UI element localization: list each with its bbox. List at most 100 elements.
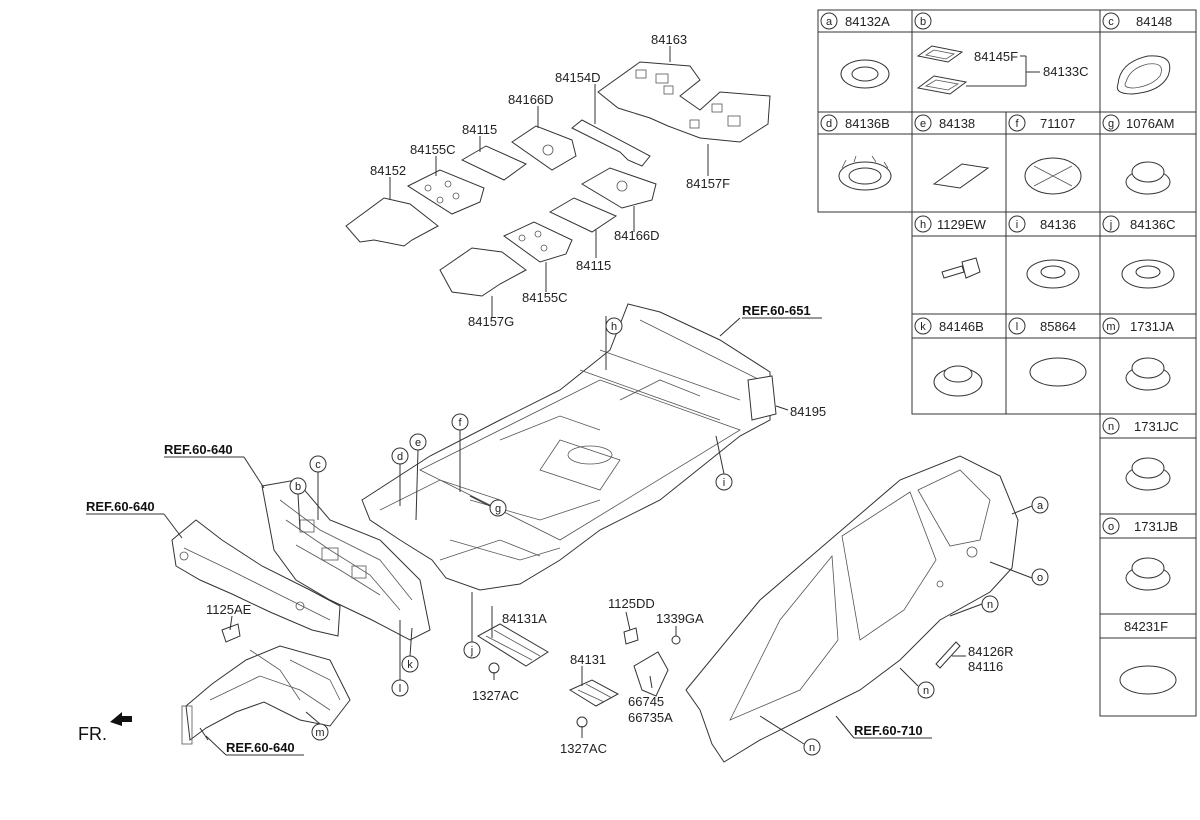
letter-m-callout: m [311,723,329,741]
mat-84157G [439,247,527,297]
dash-panel-assembly [171,479,431,641]
legend-label-o: 1731JB [1134,519,1178,534]
callout-84155C-top: 84155C [410,142,456,157]
callout-84155C-mid: 84155C [522,290,568,305]
svg-text:n: n [987,599,993,611]
callout-84157F: 84157F [686,176,730,191]
svg-text:i: i [723,477,725,489]
legend-label-d: 84136B [845,116,890,131]
legend-label-b-side: 84133C [1043,64,1089,79]
svg-text:l: l [399,683,401,695]
callout-labels: 84163 84154D 84166D 84115 84155C 84152 8… [206,32,1014,756]
svg-text:j: j [470,645,473,657]
legend-label-b-top: 84145F [974,49,1018,64]
legend-label-j: 84136C [1130,217,1176,232]
cowl-panel [171,519,341,637]
reference-labels: REF.60-651 REF.60-640 REF.60-640 REF.60-… [86,303,932,756]
letter-n-callout-1: n [981,595,999,613]
mat-84155C-mid [503,221,573,263]
svg-text:n: n [1108,421,1114,433]
legend-label-e: 84138 [939,116,975,131]
svg-text:l: l [1016,321,1018,333]
svg-text:b: b [295,481,301,493]
svg-text:o: o [1037,572,1043,584]
legend-label-f: 71107 [1040,116,1075,131]
mat-84154D [571,119,651,167]
callout-1339GA: 1339GA [656,611,704,626]
svg-text:f: f [1015,118,1019,130]
legend-cell-m: m 1731JA [1102,317,1174,391]
legend-label-l: 85864 [1040,319,1076,334]
legend-cell-o: o 1731JB [1102,517,1178,591]
plate-84131 [568,679,620,707]
svg-text:h: h [920,219,926,231]
legend-label-a: 84132A [845,14,890,29]
svg-text:i: i [1016,219,1018,231]
callout-66735A: 66735A [628,710,673,725]
legend-cell-l: l 85864 [1008,317,1087,387]
legend-label-c: 84148 [1136,14,1172,29]
svg-text:e: e [920,118,926,130]
legend-cell-f: f 71107 [1008,114,1082,195]
svg-text:b: b [920,16,926,28]
floor-panel [361,303,771,591]
legend-label-k: 84146B [939,319,984,334]
legend-label-n: 1731JC [1134,419,1179,434]
mat-84163 [597,61,771,143]
legend-cell-d: d 84136B [820,114,892,191]
svg-text:g: g [495,503,501,515]
callout-1125AE: 1125AE [206,602,252,617]
letter-a-callout: a [1031,496,1049,514]
mat-84152 [345,197,439,247]
legend-cell-i: i 84136 [1008,215,1080,289]
callout-84152: 84152 [370,163,406,178]
legend-label-h: 1129EW [937,217,987,232]
parts-legend-table: a 84132A b 84145F 84133C c 84148 d 84 [817,9,1197,717]
mat-leaders [389,46,709,318]
legend-label-m: 1731JA [1130,319,1174,334]
ref-60-640-bottom: REF.60-640 [226,740,295,755]
callout-84115-top: 84115 [462,122,497,137]
front-direction-marker: FR. [78,712,132,744]
front-label: FR. [78,724,107,744]
legend-cell-c: c 84148 [1102,12,1172,95]
legend-cell-j: j 84136C [1102,215,1176,289]
legend-label-extra: 84231F [1124,619,1168,634]
letter-d-callout: d [391,447,409,465]
letter-i-callout: i [715,473,733,491]
svg-text:n: n [809,742,815,754]
letter-c-callout: c [309,455,327,473]
mat-84166D-mid [581,167,657,209]
callout-84131A: 84131A [502,611,547,626]
callout-84154D: 84154D [555,70,601,85]
letter-h-callout: h [605,317,623,335]
svg-text:c: c [315,459,321,471]
legend-cell-n: n 1731JC [1102,417,1179,491]
callout-1327AC-b: 1327AC [560,741,607,756]
svg-text:o: o [1108,521,1114,533]
legend-cell-h: h 1129EW [914,215,987,279]
diagram-leaders [199,316,1033,745]
letter-k-callout: k [401,655,419,673]
callout-66745: 66745 [628,694,664,709]
svg-text:g: g [1108,118,1114,130]
svg-text:a: a [1037,500,1044,512]
callout-1327AC-a: 1327AC [472,688,519,703]
trim-84126R [935,641,961,669]
letter-n-callout-2: n [917,681,935,699]
front-side-member [181,645,351,745]
callout-84163: 84163 [651,32,687,47]
callout-84126R: 84126R [968,644,1014,659]
legend-cell-g: g 1076AM [1102,114,1174,195]
svg-text:k: k [920,321,926,333]
svg-text:h: h [611,321,617,333]
small-parts [221,623,681,728]
legend-cell-a: a 84132A [820,12,890,89]
letter-f-callout: f [451,413,469,431]
legend-cell-b: b 84145F 84133C [914,12,1089,95]
ref-60-640-mid: REF.60-640 [86,499,155,514]
svg-text:d: d [826,118,832,130]
svg-text:d: d [397,451,403,463]
letter-e-callout: e [409,433,427,451]
plate-84131A [477,623,549,667]
